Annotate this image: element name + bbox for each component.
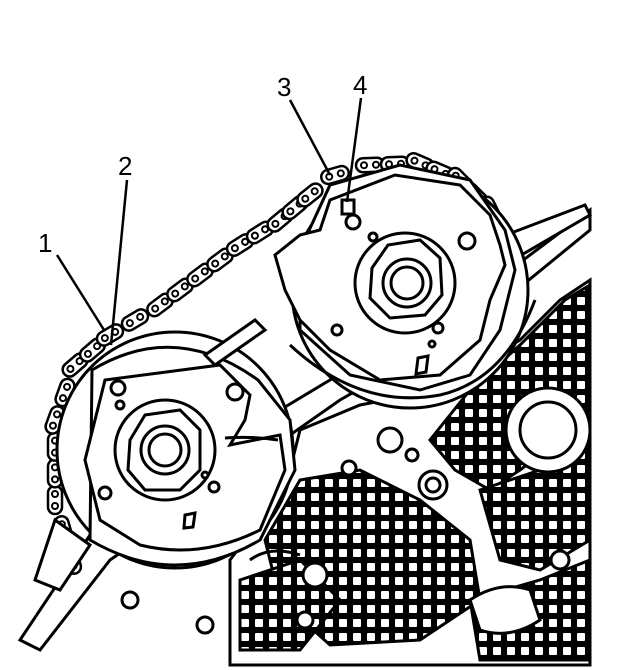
callout-1-label: 1 <box>38 228 52 258</box>
callout-4-label: 4 <box>353 70 367 100</box>
chain-guide <box>33 318 268 592</box>
chain-link <box>146 292 174 318</box>
callout-4-leader <box>345 97 363 203</box>
callout-2-leader <box>109 179 129 346</box>
casting-features <box>120 386 592 635</box>
chain-link <box>46 484 64 516</box>
left-camshaft-sprocket <box>55 330 297 570</box>
chain-link <box>296 182 324 208</box>
callout-2-label: 2 <box>118 151 132 181</box>
callout-1-leader <box>55 254 106 331</box>
callout-3-leader <box>288 99 332 176</box>
callout-3-label: 3 <box>277 72 291 102</box>
chain-link <box>225 233 255 257</box>
right-camshaft-sprocket <box>273 163 537 410</box>
callouts <box>55 97 363 346</box>
chain-link <box>95 323 125 347</box>
chain-link <box>120 308 150 332</box>
